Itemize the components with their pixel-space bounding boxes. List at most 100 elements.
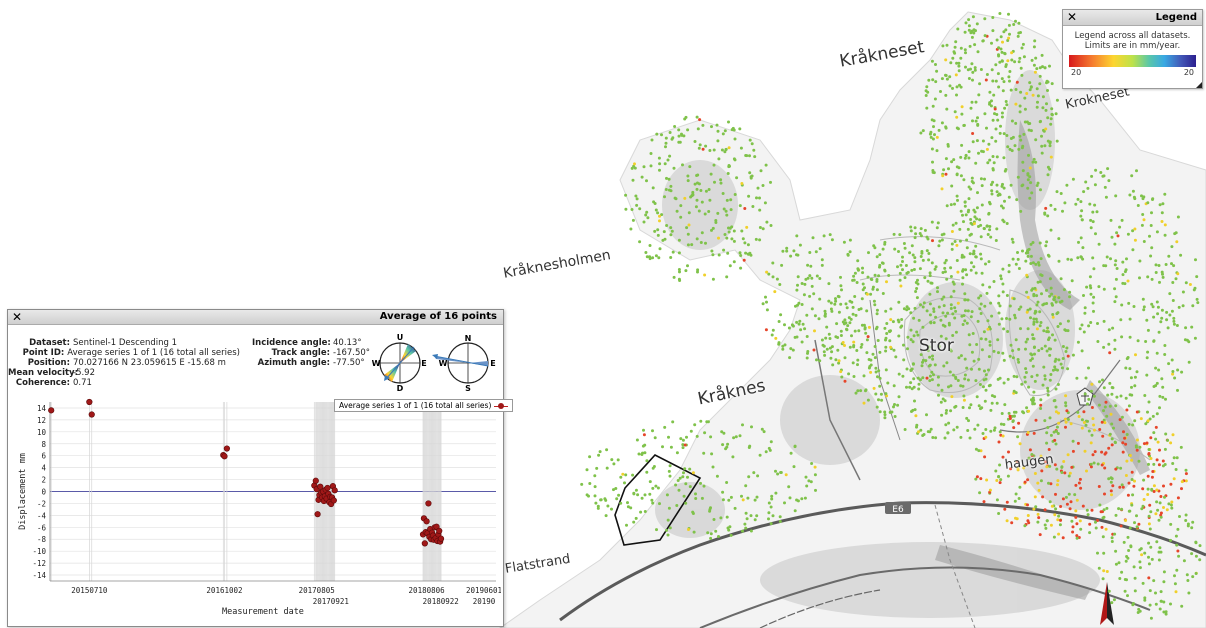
insar-point[interactable] bbox=[1120, 303, 1124, 307]
insar-point[interactable] bbox=[645, 179, 648, 183]
insar-point[interactable] bbox=[851, 312, 855, 316]
insar-point[interactable] bbox=[792, 465, 796, 469]
insar-point[interactable] bbox=[739, 146, 743, 150]
insar-point[interactable] bbox=[1002, 381, 1006, 385]
insar-point[interactable] bbox=[952, 289, 956, 293]
insar-point[interactable] bbox=[1097, 403, 1101, 407]
insar-point[interactable] bbox=[855, 281, 859, 284]
insar-point[interactable] bbox=[705, 420, 709, 424]
insar-point[interactable] bbox=[837, 361, 841, 365]
insar-point[interactable] bbox=[935, 149, 939, 153]
insar-point[interactable] bbox=[1048, 144, 1052, 148]
insar-point[interactable] bbox=[815, 358, 818, 362]
insar-point[interactable] bbox=[989, 408, 993, 412]
insar-point[interactable] bbox=[971, 70, 975, 74]
insar-point[interactable] bbox=[921, 376, 925, 380]
insar-point[interactable] bbox=[927, 78, 931, 82]
insar-point[interactable] bbox=[1175, 543, 1179, 547]
insar-point[interactable] bbox=[1028, 166, 1032, 170]
insar-point[interactable] bbox=[729, 208, 733, 212]
insar-point[interactable] bbox=[1033, 495, 1037, 499]
insar-point[interactable] bbox=[1087, 366, 1090, 370]
insar-point[interactable] bbox=[580, 482, 584, 486]
insar-point[interactable] bbox=[810, 284, 814, 288]
insar-point[interactable] bbox=[1174, 534, 1178, 538]
insar-point[interactable] bbox=[1044, 108, 1048, 112]
insar-point[interactable] bbox=[1001, 267, 1005, 271]
insar-point[interactable] bbox=[1000, 77, 1004, 81]
insar-point[interactable] bbox=[769, 522, 773, 526]
insar-point[interactable] bbox=[975, 206, 979, 210]
insar-point[interactable] bbox=[1144, 422, 1148, 426]
insar-point[interactable] bbox=[1116, 234, 1120, 238]
insar-point[interactable] bbox=[665, 528, 668, 532]
insar-point[interactable] bbox=[1037, 488, 1041, 492]
insar-point[interactable] bbox=[1086, 186, 1090, 190]
insar-point[interactable] bbox=[841, 320, 845, 324]
insar-point[interactable] bbox=[1078, 519, 1082, 523]
insar-point[interactable] bbox=[604, 514, 608, 518]
insar-point[interactable] bbox=[889, 345, 893, 349]
insar-point[interactable] bbox=[1001, 434, 1005, 438]
insar-point[interactable] bbox=[993, 107, 997, 111]
insar-point[interactable] bbox=[986, 161, 990, 165]
insar-point[interactable] bbox=[1152, 462, 1156, 466]
insar-point[interactable] bbox=[1045, 79, 1049, 83]
insar-point[interactable] bbox=[1043, 374, 1047, 378]
insar-point[interactable] bbox=[994, 79, 998, 83]
insar-point[interactable] bbox=[824, 336, 828, 340]
insar-point[interactable] bbox=[1152, 579, 1156, 583]
insar-point[interactable] bbox=[1057, 237, 1061, 241]
insar-point[interactable] bbox=[1094, 232, 1097, 236]
insar-point[interactable] bbox=[940, 238, 944, 242]
insar-point[interactable] bbox=[1045, 288, 1048, 292]
insar-point[interactable] bbox=[1045, 465, 1049, 469]
insar-point[interactable] bbox=[1120, 415, 1124, 419]
insar-point[interactable] bbox=[1102, 409, 1105, 413]
insar-point[interactable] bbox=[884, 349, 888, 353]
insar-point[interactable] bbox=[990, 68, 994, 72]
insar-point[interactable] bbox=[1036, 300, 1040, 304]
insar-point[interactable] bbox=[651, 501, 655, 505]
insar-point[interactable] bbox=[1124, 474, 1128, 477]
insar-point[interactable] bbox=[681, 163, 684, 167]
insar-point[interactable] bbox=[1157, 264, 1161, 267]
insar-point[interactable] bbox=[1064, 495, 1068, 499]
insar-point[interactable] bbox=[926, 349, 930, 353]
insar-point[interactable] bbox=[864, 389, 867, 393]
insar-point[interactable] bbox=[1128, 526, 1132, 530]
insar-point[interactable] bbox=[949, 203, 953, 207]
insar-point[interactable] bbox=[967, 419, 970, 423]
insar-point[interactable] bbox=[1140, 553, 1144, 557]
insar-point[interactable] bbox=[800, 340, 804, 344]
insar-point[interactable] bbox=[854, 391, 858, 395]
insar-point[interactable] bbox=[925, 376, 929, 380]
insar-point[interactable] bbox=[755, 196, 758, 200]
insar-point[interactable] bbox=[1021, 183, 1025, 187]
insar-point[interactable] bbox=[1113, 287, 1117, 291]
insar-point[interactable] bbox=[1156, 508, 1160, 512]
insar-point[interactable] bbox=[1174, 277, 1178, 281]
insar-point[interactable] bbox=[921, 305, 925, 309]
insar-point[interactable] bbox=[655, 132, 659, 136]
insar-point[interactable] bbox=[774, 336, 778, 340]
insar-point[interactable] bbox=[961, 406, 965, 409]
insar-point[interactable] bbox=[865, 309, 869, 313]
insar-point[interactable] bbox=[873, 345, 877, 348]
insar-point[interactable] bbox=[836, 294, 840, 298]
insar-point[interactable] bbox=[1127, 404, 1131, 408]
insar-point[interactable] bbox=[1130, 478, 1134, 481]
insar-point[interactable] bbox=[971, 332, 975, 335]
insar-point[interactable] bbox=[685, 226, 689, 230]
insar-point[interactable] bbox=[1159, 320, 1163, 324]
insar-point[interactable] bbox=[1103, 185, 1107, 189]
insar-point[interactable] bbox=[950, 395, 954, 399]
insar-point[interactable] bbox=[723, 129, 727, 133]
insar-point[interactable] bbox=[823, 314, 827, 318]
insar-point[interactable] bbox=[1126, 535, 1130, 539]
insar-point[interactable] bbox=[1034, 138, 1038, 142]
insar-point[interactable] bbox=[689, 195, 693, 199]
insar-point[interactable] bbox=[946, 431, 950, 435]
insar-point[interactable] bbox=[1101, 378, 1104, 382]
insar-point[interactable] bbox=[813, 465, 817, 469]
